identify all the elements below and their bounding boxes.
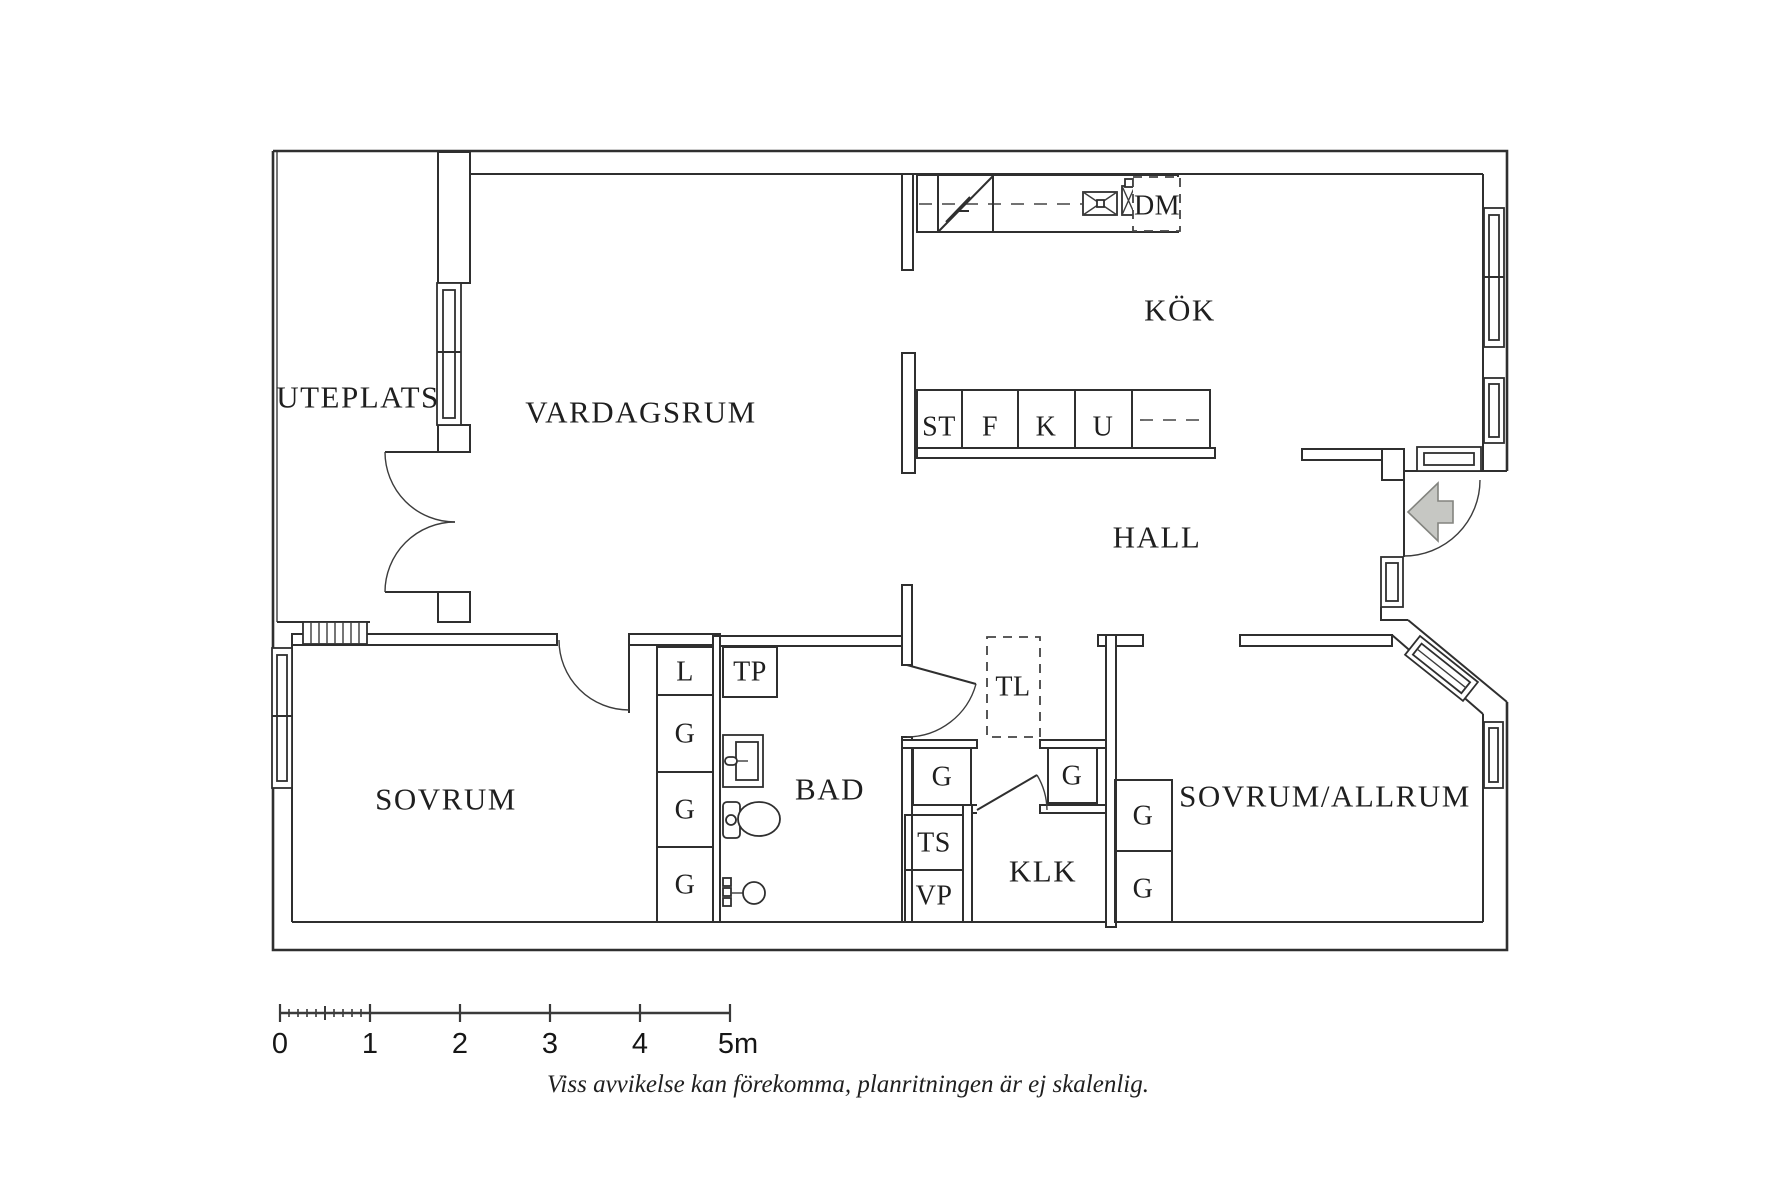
sovrum-allrum-closets: G G	[1114, 779, 1173, 923]
scale-tick-label-1: 1	[362, 1028, 378, 1060]
closet-column: L G G G	[656, 646, 714, 923]
kitchen-wall-stub-north	[901, 173, 914, 271]
label-st: ST	[922, 412, 956, 443]
room-label-klk: KLK	[1009, 854, 1077, 889]
disclaimer-text: Viss avvikelse kan förekomma, planritnin…	[547, 1071, 1149, 1098]
room-label-uteplats: UTEPLATS	[276, 380, 440, 415]
label-dm: DM	[1134, 191, 1180, 222]
french-doors-icon	[384, 451, 456, 593]
scale-tick-label-3: 3	[542, 1028, 558, 1060]
label-tp: TP	[733, 657, 767, 688]
scale-bar: 0 1 2 3 4 5m	[272, 1004, 758, 1060]
label-f: F	[982, 412, 998, 443]
passage-closet-right: G	[1047, 747, 1098, 804]
bad-door-swing-icon	[906, 664, 977, 738]
closet-label-g: G	[675, 719, 696, 750]
klk-door-swing-icon	[976, 774, 1048, 811]
scale-tick-label-5m: 5m	[718, 1028, 758, 1060]
diagonal-window-icon	[1403, 634, 1480, 703]
closet-label-g: G	[675, 870, 696, 901]
closet-label-g: G	[932, 762, 953, 793]
shower-mixer-icon	[722, 877, 766, 907]
room-label-sovrum-allrum: SOVRUM/ALLRUM	[1179, 779, 1471, 814]
uteplats-window-icon	[302, 621, 368, 645]
hall-top-window-icon	[1416, 446, 1482, 472]
washbasin-icon	[722, 734, 764, 788]
closet-label-g: G	[1133, 801, 1154, 832]
kitchen-east-window2-icon	[1483, 377, 1505, 444]
scale-tick-label-0: 0	[272, 1028, 288, 1060]
toilet-icon	[722, 801, 781, 839]
stove-icon	[938, 175, 994, 232]
vardagsrum-west-window-icon	[436, 282, 462, 426]
passage-closet-left: G	[912, 747, 972, 806]
sovrum-door-swing-icon	[558, 637, 630, 713]
kitchen-island: ST F K U	[901, 352, 1216, 474]
uteplats-east-wall	[437, 151, 471, 623]
label-ts: TS	[917, 828, 951, 859]
sink-icon	[1082, 191, 1118, 216]
closet-label-l: L	[676, 657, 694, 688]
room-label-sovrum: SOVRUM	[375, 782, 517, 817]
kitchen-south-wall	[1301, 448, 1405, 481]
kitchen-counter: DM	[916, 174, 1181, 233]
label-tl: TL	[995, 672, 1030, 703]
closet-wall	[712, 635, 721, 923]
sovrum-allrum-east-window-icon	[1483, 721, 1504, 789]
tp-cabinet: TP	[722, 646, 778, 698]
room-label-kok: KÖK	[1144, 293, 1216, 328]
closet-label-g: G	[675, 795, 696, 826]
kitchen-east-window-icon	[1483, 207, 1505, 348]
label-u: U	[1093, 412, 1114, 443]
dishwasher-box	[1132, 176, 1181, 232]
tl-box	[986, 636, 1041, 738]
ts-vp-column: TS VP	[904, 814, 964, 923]
entry-arrow-icon	[1406, 481, 1454, 543]
room-label-vardagsrum: VARDAGSRUM	[525, 395, 757, 430]
label-vp: VP	[916, 881, 953, 912]
room-label-bad: BAD	[795, 772, 865, 807]
passage-walls	[901, 739, 1107, 749]
hall-east-window-icon	[1380, 556, 1404, 608]
sovrum-west-window-icon	[271, 647, 293, 789]
label-k: K	[1036, 412, 1057, 443]
room-label-hall: HALL	[1113, 520, 1202, 555]
scale-tick-label-2: 2	[452, 1028, 468, 1060]
entry-door-swing-icon	[1403, 471, 1481, 557]
scale-tick-label-4: 4	[632, 1028, 648, 1060]
closet-label-g: G	[1062, 761, 1083, 792]
closet-label-g: G	[1133, 874, 1154, 905]
